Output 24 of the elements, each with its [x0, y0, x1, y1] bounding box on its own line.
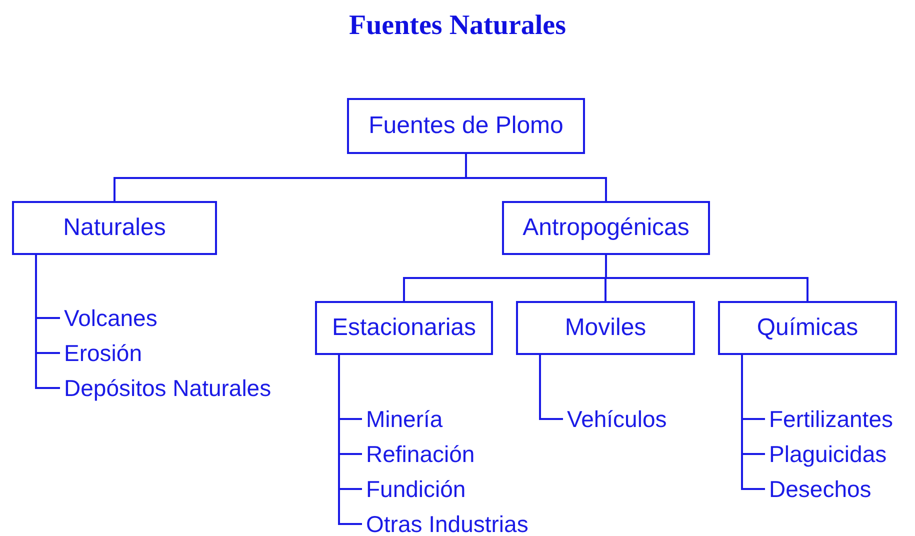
- connector-line: [605, 255, 808, 301]
- item-label: Otras Industrias: [366, 510, 528, 536]
- item-label: Depósitos Naturales: [64, 374, 272, 402]
- category-box: Naturales: [12, 201, 217, 255]
- connector-line: [465, 154, 607, 201]
- category-box: Químicas: [718, 301, 897, 355]
- diagram-title: Fuentes Naturales: [348, 10, 567, 42]
- category-box: Antropogénicas: [502, 201, 710, 255]
- connector-line: [741, 355, 765, 490]
- connector-line: [338, 355, 362, 525]
- connector-line: [35, 255, 60, 389]
- item-label: Plaguicidas: [769, 440, 887, 468]
- item-label: Erosión: [64, 339, 142, 367]
- item-label: Fundición: [366, 475, 466, 503]
- category-box: Moviles: [516, 301, 695, 355]
- item-label: Refinación: [366, 440, 475, 468]
- connector-line: [539, 355, 563, 420]
- item-label: Fertilizantes: [769, 405, 893, 433]
- category-box: Estacionarias: [315, 301, 493, 355]
- item-label: Desechos: [769, 475, 872, 503]
- item-label: Vehículos: [567, 405, 667, 433]
- item-label: Minería: [366, 405, 443, 433]
- item-label: Volcanes: [64, 304, 158, 332]
- category-box: Fuentes de Plomo: [347, 98, 585, 154]
